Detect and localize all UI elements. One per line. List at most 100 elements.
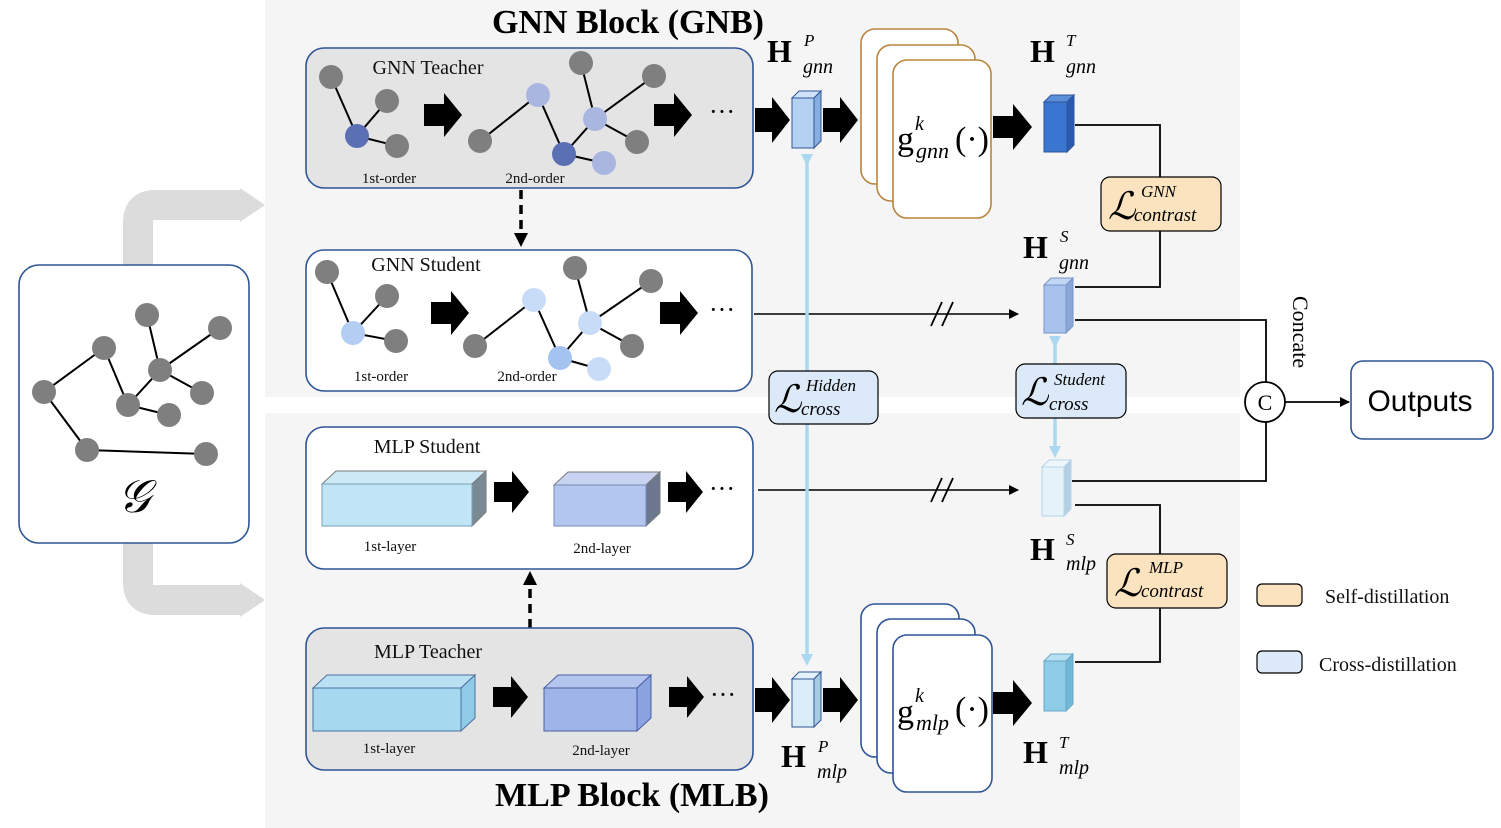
svg-text:cross: cross: [801, 399, 840, 420]
svg-text:Outputs: Outputs: [1367, 385, 1472, 418]
h-mlp-p-cuboid: [790, 670, 823, 729]
svg-text:GNN: GNN: [1141, 182, 1178, 201]
mlp-teacher-first-label: 1st-layer: [363, 741, 415, 757]
svg-text:H: H: [767, 33, 792, 69]
svg-text:P: P: [817, 737, 828, 756]
mlp-teacher-layer1-block: [311, 673, 477, 733]
arrow-icon: [431, 291, 469, 335]
svg-text:H: H: [1023, 734, 1048, 770]
gnn-student-box: GNN Student ··· 1st-order 2n: [305, 249, 753, 392]
svg-text:P: P: [803, 31, 814, 50]
gnn-projector-sup: k: [915, 113, 925, 135]
gnn-contrast-loss: ℒ GNN contrast: [1100, 176, 1222, 232]
legend-label-cross: Cross-distillation: [1319, 654, 1457, 676]
arrow-icon: [654, 93, 692, 137]
gnn-teacher-second-label: 2nd-order: [505, 171, 564, 187]
gnn-projector-stack: g k gnn (·): [860, 28, 992, 219]
mlp-teacher-ellipsis: ···: [710, 680, 736, 709]
svg-text:mlp: mlp: [1066, 553, 1096, 575]
arrow-icon: [493, 676, 528, 718]
mlp-teacher-box: MLP Teacher ··· 1st-layer 2nd-layer: [305, 627, 754, 771]
svg-text:H: H: [781, 738, 806, 774]
hidden-cross-loss: ℒ Hidden cross: [768, 370, 879, 425]
arrow-icon: [823, 97, 858, 143]
h-gnn-s-cuboid: [1042, 276, 1075, 335]
mlp-teacher-label: MLP Teacher: [374, 641, 482, 663]
h-gnn-t-cuboid: [1042, 93, 1076, 154]
arrow-icon: [494, 471, 529, 513]
input-arrow-bottom: [123, 543, 265, 617]
mlp-projector-sub: mlp: [916, 710, 949, 735]
svg-text:contrast: contrast: [1141, 581, 1204, 602]
legend-label-self: Self-distillation: [1325, 586, 1449, 608]
legend: Self-distillation Cross-distillation: [1256, 583, 1457, 676]
gnn-projector-label: g: [897, 121, 914, 158]
arrow-icon: [993, 680, 1032, 726]
gnn-teacher-label: GNN Teacher: [373, 57, 484, 79]
svg-text:gnn: gnn: [803, 56, 833, 78]
gnn-student-second-label: 2nd-order: [497, 369, 556, 385]
svg-text:contrast: contrast: [1134, 205, 1197, 226]
svg-text:ℒ: ℒ: [1021, 372, 1050, 414]
svg-text:H: H: [1030, 531, 1055, 567]
h-mlp-p-label: H P mlp: [781, 737, 847, 783]
mlp-projector-arg: (·): [955, 691, 989, 728]
gnn-block-title: GNN Block (GNB): [492, 4, 764, 41]
h-gnn-t-label: H T gnn: [1030, 31, 1096, 78]
line-break-mark: [930, 301, 954, 327]
student-cross-loss: ℒ Student cross: [1015, 363, 1127, 419]
concat-node: C: [1244, 381, 1286, 423]
svg-text:T: T: [1059, 733, 1070, 752]
input-graph-card: 𝒢: [18, 264, 250, 544]
svg-text:gnn: gnn: [1059, 252, 1089, 274]
svg-text:cross: cross: [1049, 394, 1088, 415]
gnn-teacher-ellipsis: ···: [709, 97, 735, 126]
arrow-icon: [669, 676, 704, 718]
arrow-icon: [755, 677, 790, 723]
mlp-student-layer2-block: [552, 470, 662, 528]
h-gnn-p-label: H P gnn: [767, 31, 833, 78]
outputs-box: Outputs: [1350, 360, 1494, 440]
gnn-projector-arg: (·): [955, 121, 989, 158]
gnn-projector-sub: gnn: [916, 138, 949, 163]
mlp-block-title: MLP Block (MLB): [495, 777, 769, 814]
svg-text:gnn: gnn: [1066, 56, 1096, 78]
svg-text:ℒ: ℒ: [1114, 563, 1143, 605]
svg-text:C: C: [1258, 390, 1273, 415]
svg-text:Student: Student: [1054, 370, 1106, 389]
arrow-icon: [755, 97, 790, 143]
arrow-icon: [424, 93, 462, 137]
h-mlp-s-label: H S mlp: [1030, 530, 1096, 575]
legend-swatch-cross: [1256, 650, 1303, 674]
h-gnn-p-cuboid: [790, 89, 823, 150]
svg-text:S: S: [1066, 530, 1075, 549]
svg-text:mlp: mlp: [817, 761, 847, 783]
h-mlp-t-cuboid: [1042, 652, 1075, 713]
mlp-teacher-second-label: 2nd-layer: [572, 743, 629, 759]
mlp-student-layer1-block: [320, 469, 488, 528]
mlp-to-concat-line: [1072, 422, 1267, 482]
svg-text:ℒ: ℒ: [774, 379, 803, 421]
gnn-to-concat-line: [1075, 319, 1267, 382]
mlp-student-label: MLP Student: [374, 436, 481, 458]
mlp-student-box: MLP Student ··· 1st-layer 2nd-layer: [305, 426, 754, 570]
gnn-teacher-box: GNN Teacher ··· 1st-order 2n: [305, 47, 754, 189]
concate-label: Concate: [1288, 296, 1313, 368]
mlp-student-ellipsis: ···: [709, 474, 735, 503]
svg-text:H: H: [1030, 33, 1055, 69]
arrow-icon: [993, 104, 1032, 150]
svg-text:ℒ: ℒ: [1108, 186, 1137, 228]
svg-text:Hidden: Hidden: [805, 376, 856, 395]
mlp-projector-stack: g k mlp (·): [860, 603, 993, 793]
mlp-projector-sup: k: [915, 685, 925, 707]
svg-text:S: S: [1060, 227, 1069, 246]
mlp-projector-base: g: [897, 694, 914, 731]
svg-text:MLP: MLP: [1148, 558, 1183, 577]
gnn-student-label: GNN Student: [371, 254, 481, 276]
mlp-teacher-layer2-block: [542, 673, 653, 733]
svg-text:H: H: [1023, 229, 1048, 265]
arrow-icon: [668, 471, 703, 513]
input-arrow-top: [123, 188, 265, 265]
h-mlp-t-label: H T mlp: [1023, 733, 1089, 779]
